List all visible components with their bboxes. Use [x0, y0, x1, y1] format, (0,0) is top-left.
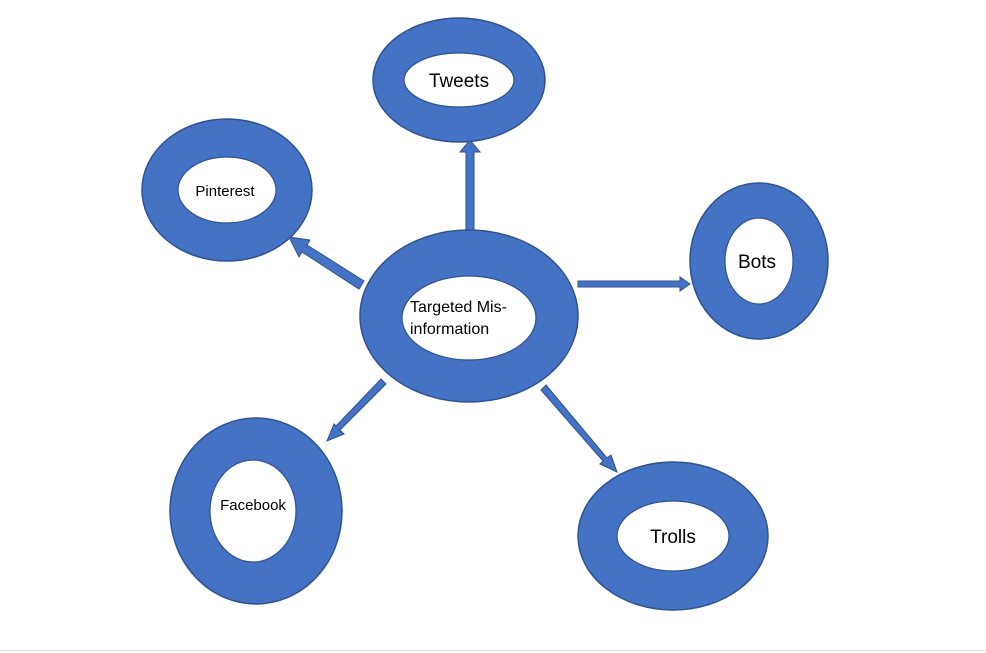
- node-tweets: Tweets: [372, 17, 546, 143]
- arrow-to-facebook: [326, 378, 387, 442]
- node-facebook-label: Facebook: [220, 497, 286, 514]
- node-pinterest: Pinterest: [141, 118, 313, 262]
- node-pinterest-label: Pinterest: [195, 183, 255, 200]
- bottom-divider: [0, 650, 986, 651]
- arrow-to-trolls: [540, 384, 618, 473]
- node-bots-label: Bots: [738, 252, 776, 273]
- node-trolls-label: Trolls: [650, 527, 696, 548]
- arrow-to-pinterest: [288, 236, 365, 290]
- center-label-line1: Targeted Mis-: [410, 299, 507, 316]
- center-label-line2: information: [410, 321, 489, 338]
- node-tweets-label: Tweets: [429, 71, 489, 92]
- node-bots: Bots: [689, 182, 829, 340]
- node-center: Targeted Mis- information: [359, 229, 579, 403]
- node-facebook: Facebook: [169, 417, 343, 605]
- arrow-to-tweets: [458, 139, 482, 231]
- arrow-to-bots: [577, 276, 691, 292]
- node-trolls: Trolls: [577, 461, 769, 611]
